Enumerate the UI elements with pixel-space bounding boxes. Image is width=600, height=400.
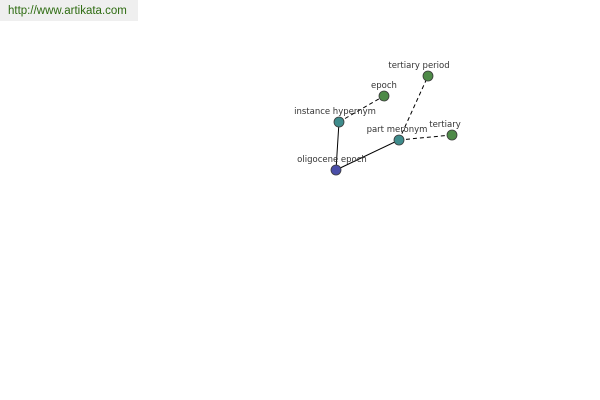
node-label-instance-hypernym: instance hypernym: [294, 107, 376, 117]
nodes-layer: [330, 70, 458, 176]
node-oligocene-epoch[interactable]: [330, 164, 342, 176]
edge-instance-hypernym-to-epoch: [338, 95, 385, 123]
source-link[interactable]: http://www.artikata.com: [8, 5, 127, 17]
edge-part-meronym-to-tertiary: [398, 134, 453, 141]
node-label-tertiary: tertiary: [429, 120, 461, 130]
node-part-meronym[interactable]: [393, 134, 405, 146]
source-bar: http://www.artikata.com: [0, 0, 138, 21]
edge-part-meronym-to-tertiary-period: [398, 75, 429, 141]
node-tertiary-period[interactable]: [422, 70, 434, 82]
node-epoch[interactable]: [378, 90, 390, 102]
node-label-epoch: epoch: [371, 81, 397, 91]
node-instance-hypernym[interactable]: [333, 116, 345, 128]
node-tertiary[interactable]: [446, 129, 458, 141]
edges-layer: [335, 75, 453, 171]
edge-oligocene-epoch-to-instance-hypernym: [335, 121, 340, 171]
edge-oligocene-epoch-to-part-meronym: [335, 139, 400, 171]
node-label-oligocene-epoch: oligocene epoch: [297, 155, 367, 165]
labels-layer: oligocene epoch instance hypernym epoch par…: [294, 61, 461, 165]
node-label-tertiary-period: tertiary period: [388, 61, 449, 71]
node-label-part-meronym: part meronym: [367, 125, 428, 135]
